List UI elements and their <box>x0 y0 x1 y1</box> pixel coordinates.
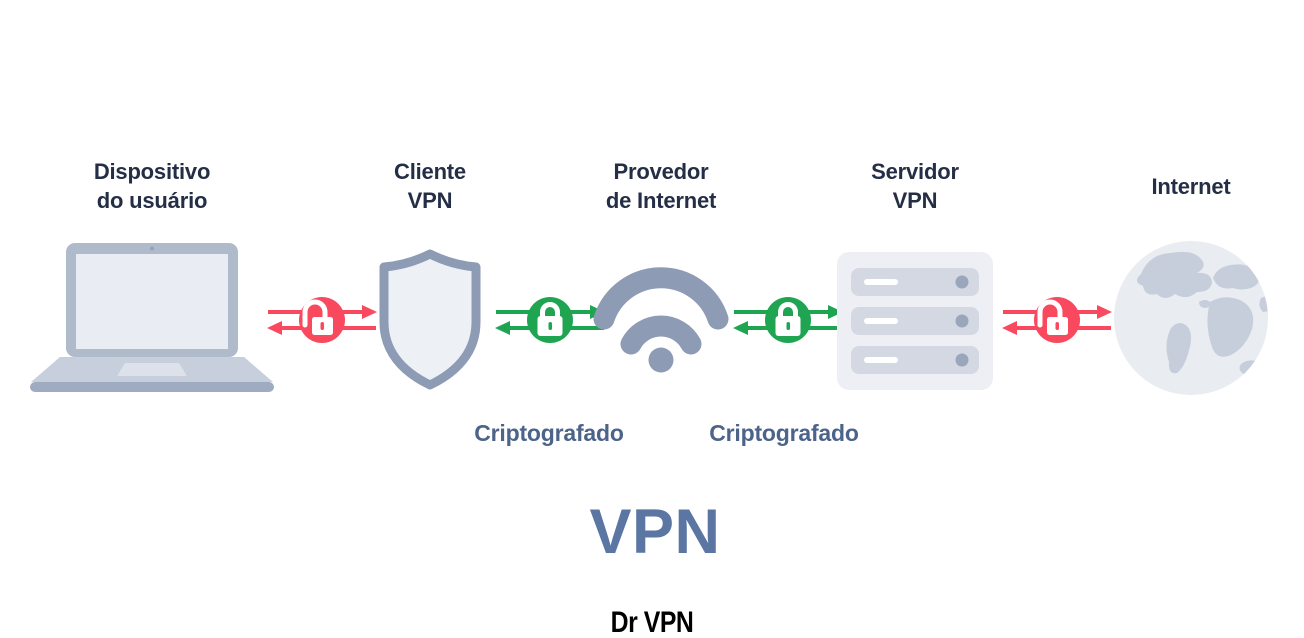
wifi-icon <box>573 257 749 373</box>
node-internet: Internet <box>1103 156 1279 396</box>
server-icon <box>827 252 1003 390</box>
label-line: Internet <box>1151 173 1231 199</box>
unlocked-padlock-icon <box>1002 297 1112 343</box>
node-isp-label: Provedor de Internet <box>573 156 749 216</box>
label-line: Servidor <box>871 159 959 184</box>
laptop-icon <box>21 243 283 393</box>
unlocked-padlock-icon <box>267 297 377 343</box>
label-line: Cliente <box>394 159 466 184</box>
encrypted-label: Criptografado <box>709 420 859 446</box>
node-user-device-label: Dispositivo do usuário <box>21 156 283 216</box>
node-vpn-server-label: Servidor VPN <box>827 156 1003 216</box>
node-isp: Provedor de Internet <box>573 156 749 373</box>
node-vpn-client-label: Cliente VPN <box>355 156 505 216</box>
brand-logo-text: Dr VPN <box>610 606 694 638</box>
node-vpn-client: Cliente VPN <box>355 156 505 391</box>
locked-padlock-icon <box>733 297 843 343</box>
label-line: VPN <box>892 188 938 213</box>
shield-icon <box>355 248 505 391</box>
label-line: de Internet <box>605 188 717 213</box>
node-internet-label: Internet <box>1103 156 1279 216</box>
node-vpn-server: Servidor VPN <box>827 156 1003 390</box>
link-encrypted-2 <box>729 291 847 349</box>
diagram-title: VPN <box>589 497 721 567</box>
link-unencrypted-1 <box>263 291 381 349</box>
link-unencrypted-2 <box>998 291 1116 349</box>
encrypted-label: Criptografado <box>474 420 624 446</box>
label-line: Dispositivo <box>93 159 211 184</box>
node-user-device: Dispositivo do usuário <box>21 156 283 393</box>
globe-icon <box>1103 240 1279 396</box>
label-line: VPN <box>407 188 453 213</box>
label-line: Provedor <box>613 159 709 184</box>
label-line: do usuário <box>96 188 208 213</box>
